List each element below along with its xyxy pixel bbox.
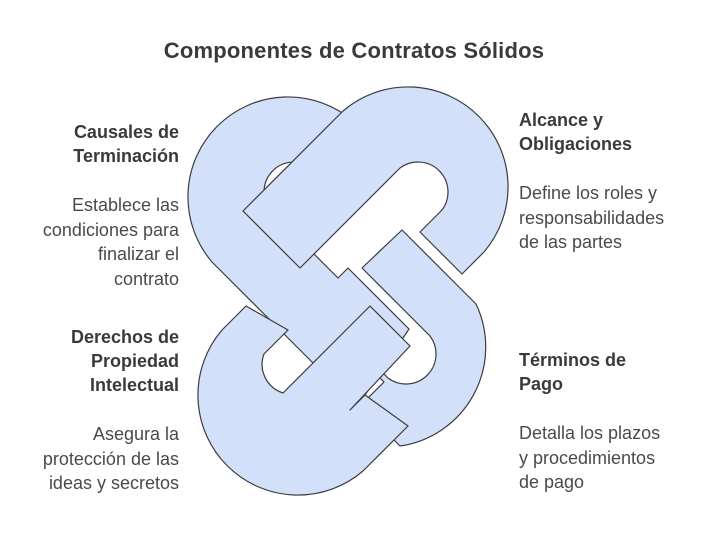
description-line: responsabilidades xyxy=(519,207,665,228)
description-line: condiciones para xyxy=(42,219,179,240)
description-line: Asegura la xyxy=(92,424,179,444)
description-line: finalizar el xyxy=(97,244,179,264)
item-bottom-left-description: Asegura la protección de las ideas y sec… xyxy=(1,422,179,496)
description-line: de pago xyxy=(519,472,585,492)
item-top-right-description: Define los roles y responsabilidades de … xyxy=(519,181,709,255)
description-line: Define los roles y xyxy=(519,183,658,203)
description-line: de las partes xyxy=(519,232,623,252)
page-title: Componentes de Contratos Sólidos xyxy=(163,38,545,63)
item-top-left-description: Establece las condiciones para finalizar… xyxy=(1,193,179,291)
heading-line: Intelectual xyxy=(89,375,179,395)
description-line: ideas y secretos xyxy=(48,473,179,493)
heading-line: Pago xyxy=(519,374,564,394)
item-bottom-right: Términos de Pago Detalla los plazos y pr… xyxy=(519,348,709,495)
heading-line: Propiedad xyxy=(90,351,179,371)
item-top-right: Alcance y Obligaciones Define los roles … xyxy=(519,108,709,255)
description-line: y procedimientos xyxy=(519,447,656,468)
heading-line: Derechos de xyxy=(70,327,179,347)
item-top-right-heading: Alcance y Obligaciones xyxy=(519,108,709,156)
item-bottom-left-heading: Derechos de Propiedad Intelectual xyxy=(1,325,179,397)
item-bottom-right-heading: Términos de Pago xyxy=(519,348,709,396)
heading-line: Términos de xyxy=(519,350,627,370)
knot-loop-bottom-left xyxy=(197,305,411,496)
heading-line: Alcance y xyxy=(519,110,604,130)
knot-loop-bottom-right xyxy=(359,229,487,447)
description-line: Establece las xyxy=(71,195,179,215)
heading-line: Obligaciones xyxy=(519,134,633,154)
item-bottom-right-description: Detalla los plazos y procedimientos de p… xyxy=(519,421,709,495)
heading-line: Causales de xyxy=(73,122,179,142)
item-top-left-heading: Causales de Terminación xyxy=(1,120,179,168)
heading-line: Terminación xyxy=(73,146,179,166)
knot-loop-top-right xyxy=(242,86,509,275)
description-line: protección de las xyxy=(42,448,179,469)
item-bottom-left: Derechos de Propiedad Intelectual Asegur… xyxy=(1,325,179,496)
description-line: Detalla los plazos xyxy=(519,423,661,443)
item-top-left: Causales de Terminación Establece las co… xyxy=(1,120,179,291)
description-line: contrato xyxy=(113,268,179,289)
